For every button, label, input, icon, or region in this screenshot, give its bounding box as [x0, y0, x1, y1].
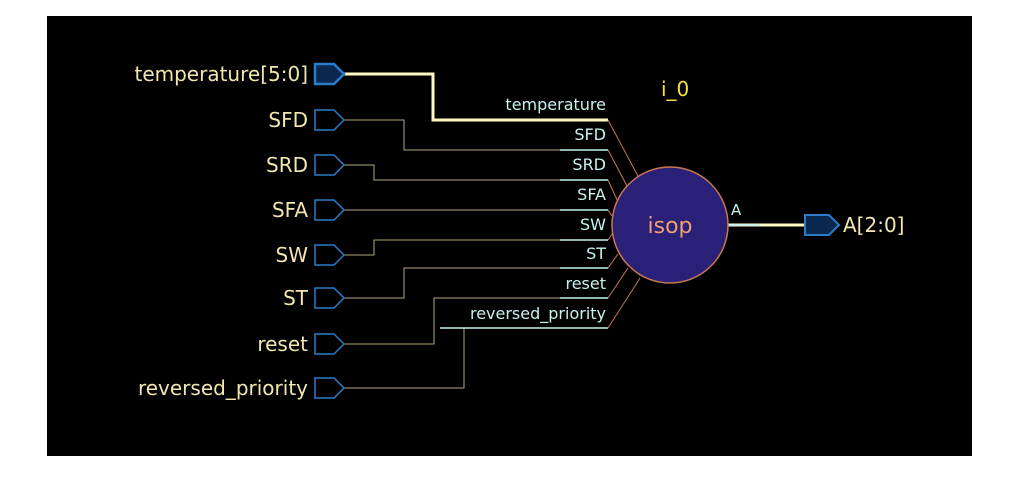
- cell-pin-label-sfd: SFD: [574, 125, 606, 144]
- input-port-sfd[interactable]: [314, 109, 346, 131]
- input-port-label-sfa: SFA: [272, 198, 308, 222]
- net-reset[interactable]: [344, 297, 608, 345]
- cell-isop[interactable]: [611, 166, 729, 284]
- input-port-reversed-priority[interactable]: [314, 377, 346, 399]
- cell-pin-label-st: ST: [586, 244, 606, 263]
- input-port-label-reversed-priority: reversed_priority: [138, 376, 308, 400]
- input-port-label-sw: SW: [276, 243, 309, 267]
- input-port-sfa[interactable]: [314, 199, 346, 221]
- cell-pin-label-reset: reset: [565, 274, 606, 293]
- input-port-label-st: ST: [283, 286, 309, 310]
- pin-stubs: [440, 149, 608, 329]
- net-temperature-bus[interactable]: [344, 72, 608, 122]
- input-port-label-reset: reset: [257, 332, 308, 356]
- input-port-label-srd: SRD: [266, 153, 308, 177]
- net-sw[interactable]: [344, 239, 608, 256]
- cell-pin-label-temperature: temperature: [505, 95, 606, 114]
- cell-name-label: isop: [648, 214, 693, 239]
- net-st[interactable]: [344, 267, 608, 299]
- output-pin-label: A: [731, 201, 742, 219]
- net-srd[interactable]: [344, 164, 608, 181]
- net-sfd[interactable]: [344, 119, 608, 151]
- input-port-temperature[interactable]: [313, 62, 346, 86]
- output-port-a[interactable]: [804, 214, 841, 236]
- input-ports-group: temperature[5:0] SFD SRD SFA SW ST reset revers…: [134, 62, 346, 400]
- cell-pin-label-sfa: SFA: [577, 185, 606, 204]
- input-port-label-sfd: SFD: [268, 108, 308, 132]
- input-port-st[interactable]: [314, 287, 346, 309]
- output-port-label: A[2:0]: [843, 213, 904, 237]
- wires-group: [344, 72, 805, 389]
- cell-pin-label-sw: SW: [580, 215, 606, 234]
- input-port-sw[interactable]: [314, 244, 346, 266]
- cell-pin-label-srd: SRD: [572, 155, 606, 174]
- instance-name-label: i_0: [661, 77, 689, 101]
- cell-pin-label-reversed-priority: reversed_priority: [470, 304, 606, 324]
- input-port-label-temperature: temperature[5:0]: [134, 62, 308, 86]
- cell-fanin: [607, 119, 641, 329]
- input-port-srd[interactable]: [314, 154, 346, 176]
- input-port-reset[interactable]: [314, 333, 346, 355]
